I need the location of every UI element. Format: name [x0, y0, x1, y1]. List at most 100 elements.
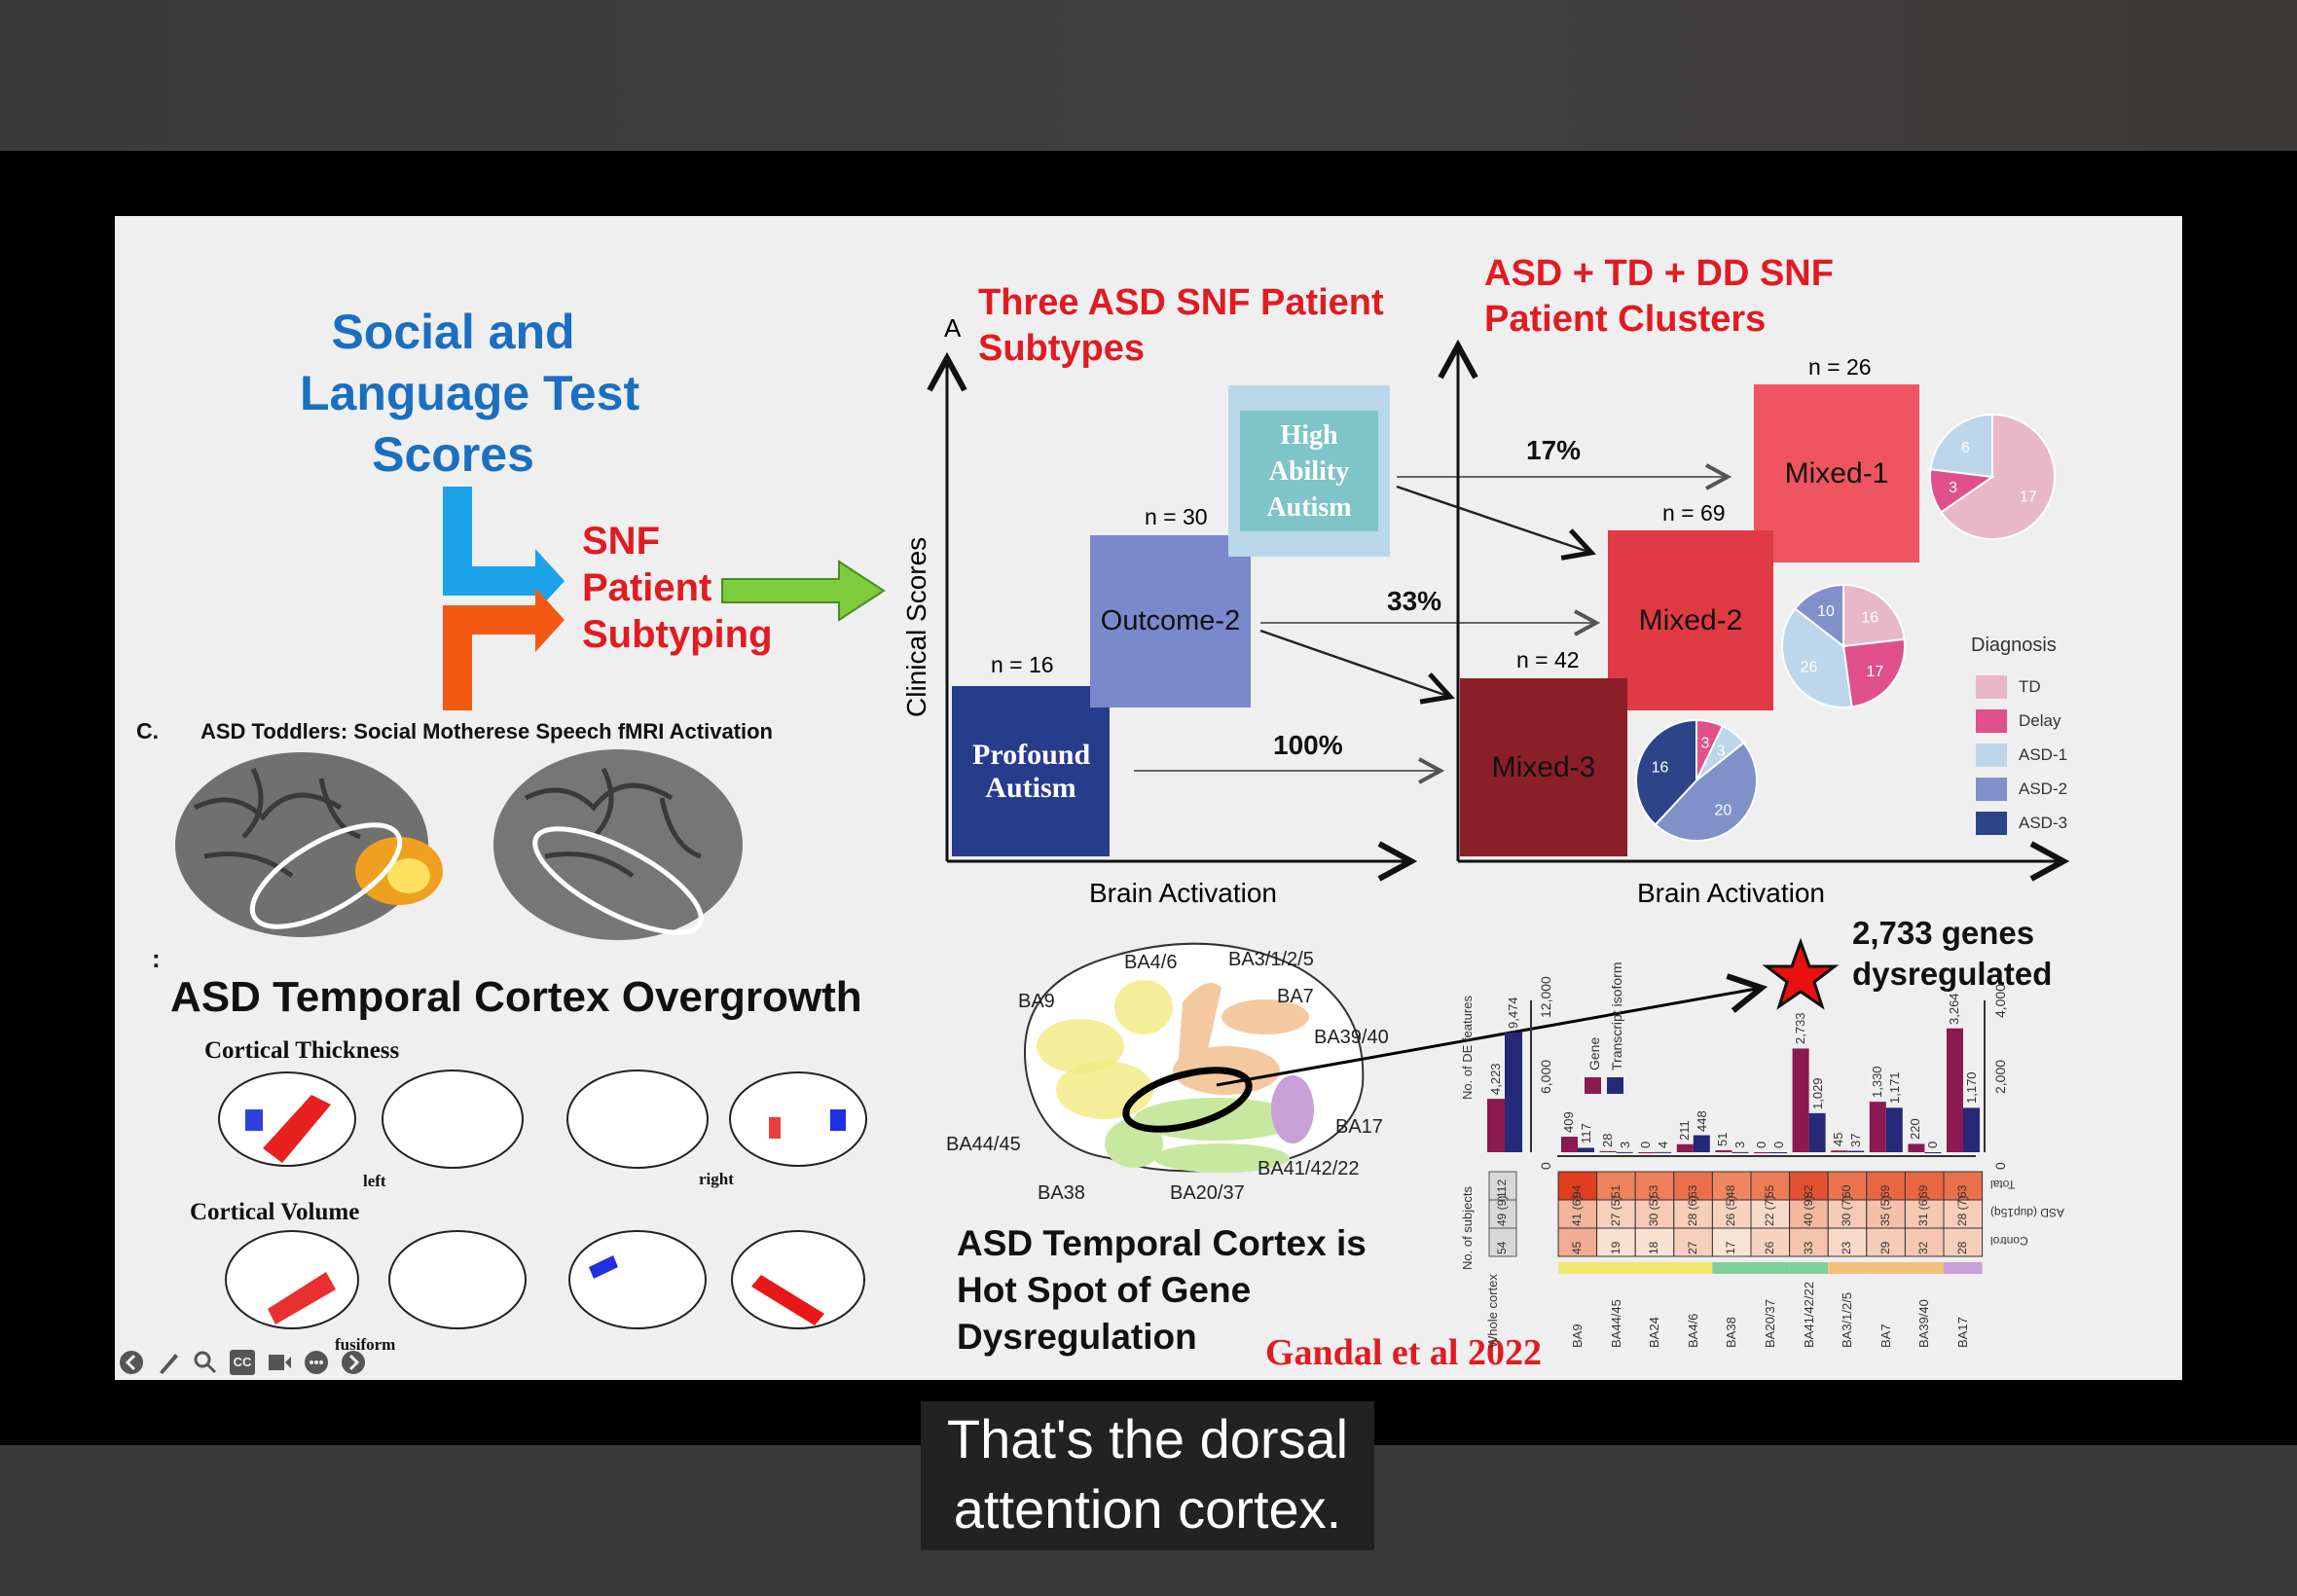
region-color-bar: [1789, 1262, 1829, 1274]
table-cell-value: 31 (6): [1916, 1195, 1931, 1226]
bar-value-label: 51: [1715, 1132, 1731, 1146]
bar-gene: [1676, 1143, 1694, 1152]
region-label: BA38: [1724, 1317, 1739, 1348]
legend-item: ASD-1: [1976, 738, 2067, 772]
pie-slice: [1929, 413, 1993, 479]
pie-slice-label: 6: [1961, 440, 1970, 456]
table-cell-value: 17: [1724, 1241, 1738, 1254]
more-icon[interactable]: [304, 1350, 329, 1375]
forward-icon[interactable]: [341, 1350, 366, 1375]
pie-slice-label: 20: [1715, 803, 1732, 819]
brodmann-label: BA20/37: [1170, 1182, 1245, 1204]
legend-swatch-gene: [1585, 1077, 1601, 1094]
table-cell-value: 27 (5): [1608, 1195, 1622, 1226]
bar-value-label: 0: [1925, 1141, 1941, 1148]
table-cell: [1904, 1199, 1945, 1229]
legend-label: Transcript isoform: [1609, 961, 1624, 1070]
brodmann-label: BA41/42/22: [1258, 1158, 1360, 1179]
cc-icon[interactable]: CC: [230, 1350, 255, 1375]
flow-percent-100: 100%: [1273, 730, 1343, 760]
bar-transcript: [1578, 1147, 1594, 1152]
region-color-bar: [1944, 1262, 1983, 1274]
x-axis-label: Brain Activation: [1089, 878, 1277, 908]
cortical-thickness-label: Cortical Thickness: [204, 1037, 400, 1064]
bar-value-label: 117: [1579, 1123, 1593, 1144]
bar-gene: [1792, 1048, 1809, 1152]
player-top-bar: [0, 0, 2297, 151]
table-cell: [1943, 1227, 1984, 1257]
table-cell-value: 28 (7): [1955, 1195, 1969, 1226]
pie-slice: [1841, 637, 1906, 708]
legend-label: Gene: [1586, 1036, 1602, 1070]
snf-line: Subtyping: [582, 613, 773, 656]
region-label: BA39/40: [1916, 1299, 1932, 1348]
brodmann-label: BA9: [1018, 991, 1055, 1012]
table-cell: [1634, 1227, 1675, 1257]
y-axis-label: No. of DE features: [1460, 996, 1475, 1100]
bar-value-label: 3,264: [1947, 993, 1961, 1025]
bar-value-label: 0: [1638, 1141, 1654, 1148]
legend-label: ASD-3: [2019, 813, 2068, 832]
region-color-bar: [1558, 1262, 1597, 1274]
bar-transcript: [1924, 1152, 1942, 1153]
bar-transcript: [1655, 1151, 1672, 1153]
region-label: Whole cortex: [1485, 1274, 1500, 1348]
table-row-label: Total: [1990, 1178, 2016, 1191]
region-label: BA17: [1955, 1317, 1970, 1348]
table-cell-value: 33: [1801, 1241, 1815, 1254]
bar-value-label: 3: [1617, 1141, 1632, 1148]
subtype-inner-box: High Ability Autism: [1240, 411, 1378, 531]
table-cell-value: 35 (5): [1878, 1195, 1892, 1226]
fmri-brain-left: [175, 752, 443, 937]
pie-slice: [1781, 606, 1853, 708]
bar-value-label: 0: [1754, 1141, 1768, 1148]
back-icon[interactable]: [119, 1350, 144, 1375]
bar-value-label: 4,223: [1488, 1063, 1503, 1096]
bar-value-label: 1,170: [1964, 1071, 1979, 1105]
title-line: Scores: [372, 427, 534, 482]
region-color-bar: [1596, 1262, 1636, 1274]
table-row-label: ASD (dup15q): [1990, 1206, 2065, 1219]
table-cell-value: 45: [1570, 1241, 1584, 1254]
caption-line: That's the dorsal: [946, 1408, 1349, 1469]
table-cell-value: 32: [1916, 1241, 1931, 1254]
title-line: Patient Clusters: [1484, 299, 1767, 340]
title-line: ASD Temporal Cortex is: [957, 1223, 1367, 1263]
legend-item: ASD-2: [1976, 772, 2067, 806]
y-tick-label: 0: [1992, 1162, 2008, 1170]
video-icon[interactable]: [267, 1350, 292, 1375]
table-cell-value: 22 (7): [1763, 1195, 1776, 1226]
title-line: Language Test: [300, 366, 640, 420]
bar-value-label: 1,171: [1886, 1071, 1902, 1105]
flow-percent-33: 33%: [1387, 586, 1442, 616]
orange-arrow: [443, 588, 565, 710]
table-cell-value: 41 (6): [1570, 1195, 1584, 1226]
flow-percent-17: 17%: [1526, 435, 1582, 465]
colon-mark: :: [152, 944, 161, 973]
region-color-bar: [1905, 1262, 1944, 1274]
panel-c-letter: C.: [136, 718, 159, 744]
pie-slice-label: 26: [1801, 659, 1818, 675]
subtype-profound-autism: Profound Autism: [952, 686, 1110, 856]
bar-transcript: [1616, 1151, 1633, 1153]
table-cell: [1827, 1227, 1868, 1257]
bar-whole-transcript: [1505, 1032, 1522, 1152]
pen-icon[interactable]: [156, 1350, 181, 1375]
bar-value-label: 211: [1676, 1120, 1692, 1141]
table-cell-value: 49 (9): [1495, 1195, 1509, 1226]
region-label: BA20/37: [1763, 1299, 1777, 1348]
bar-transcript: [1693, 1135, 1710, 1152]
brodmann-label: BA17: [1335, 1116, 1383, 1138]
bar-whole-gene: [1487, 1099, 1505, 1152]
cluster-name: Mixed-3: [1491, 750, 1596, 783]
caption-line: attention cortex.: [953, 1478, 1342, 1540]
panel-a-letter: A: [944, 313, 962, 343]
table-cell: [1557, 1227, 1598, 1257]
search-icon[interactable]: [193, 1350, 218, 1375]
table-cell-value: 19: [1608, 1241, 1622, 1254]
brodmann-label: BA4/6: [1124, 952, 1178, 973]
clusters-x-axis-label: Brain Activation: [1637, 878, 1825, 908]
bar-gene: [1869, 1102, 1886, 1152]
